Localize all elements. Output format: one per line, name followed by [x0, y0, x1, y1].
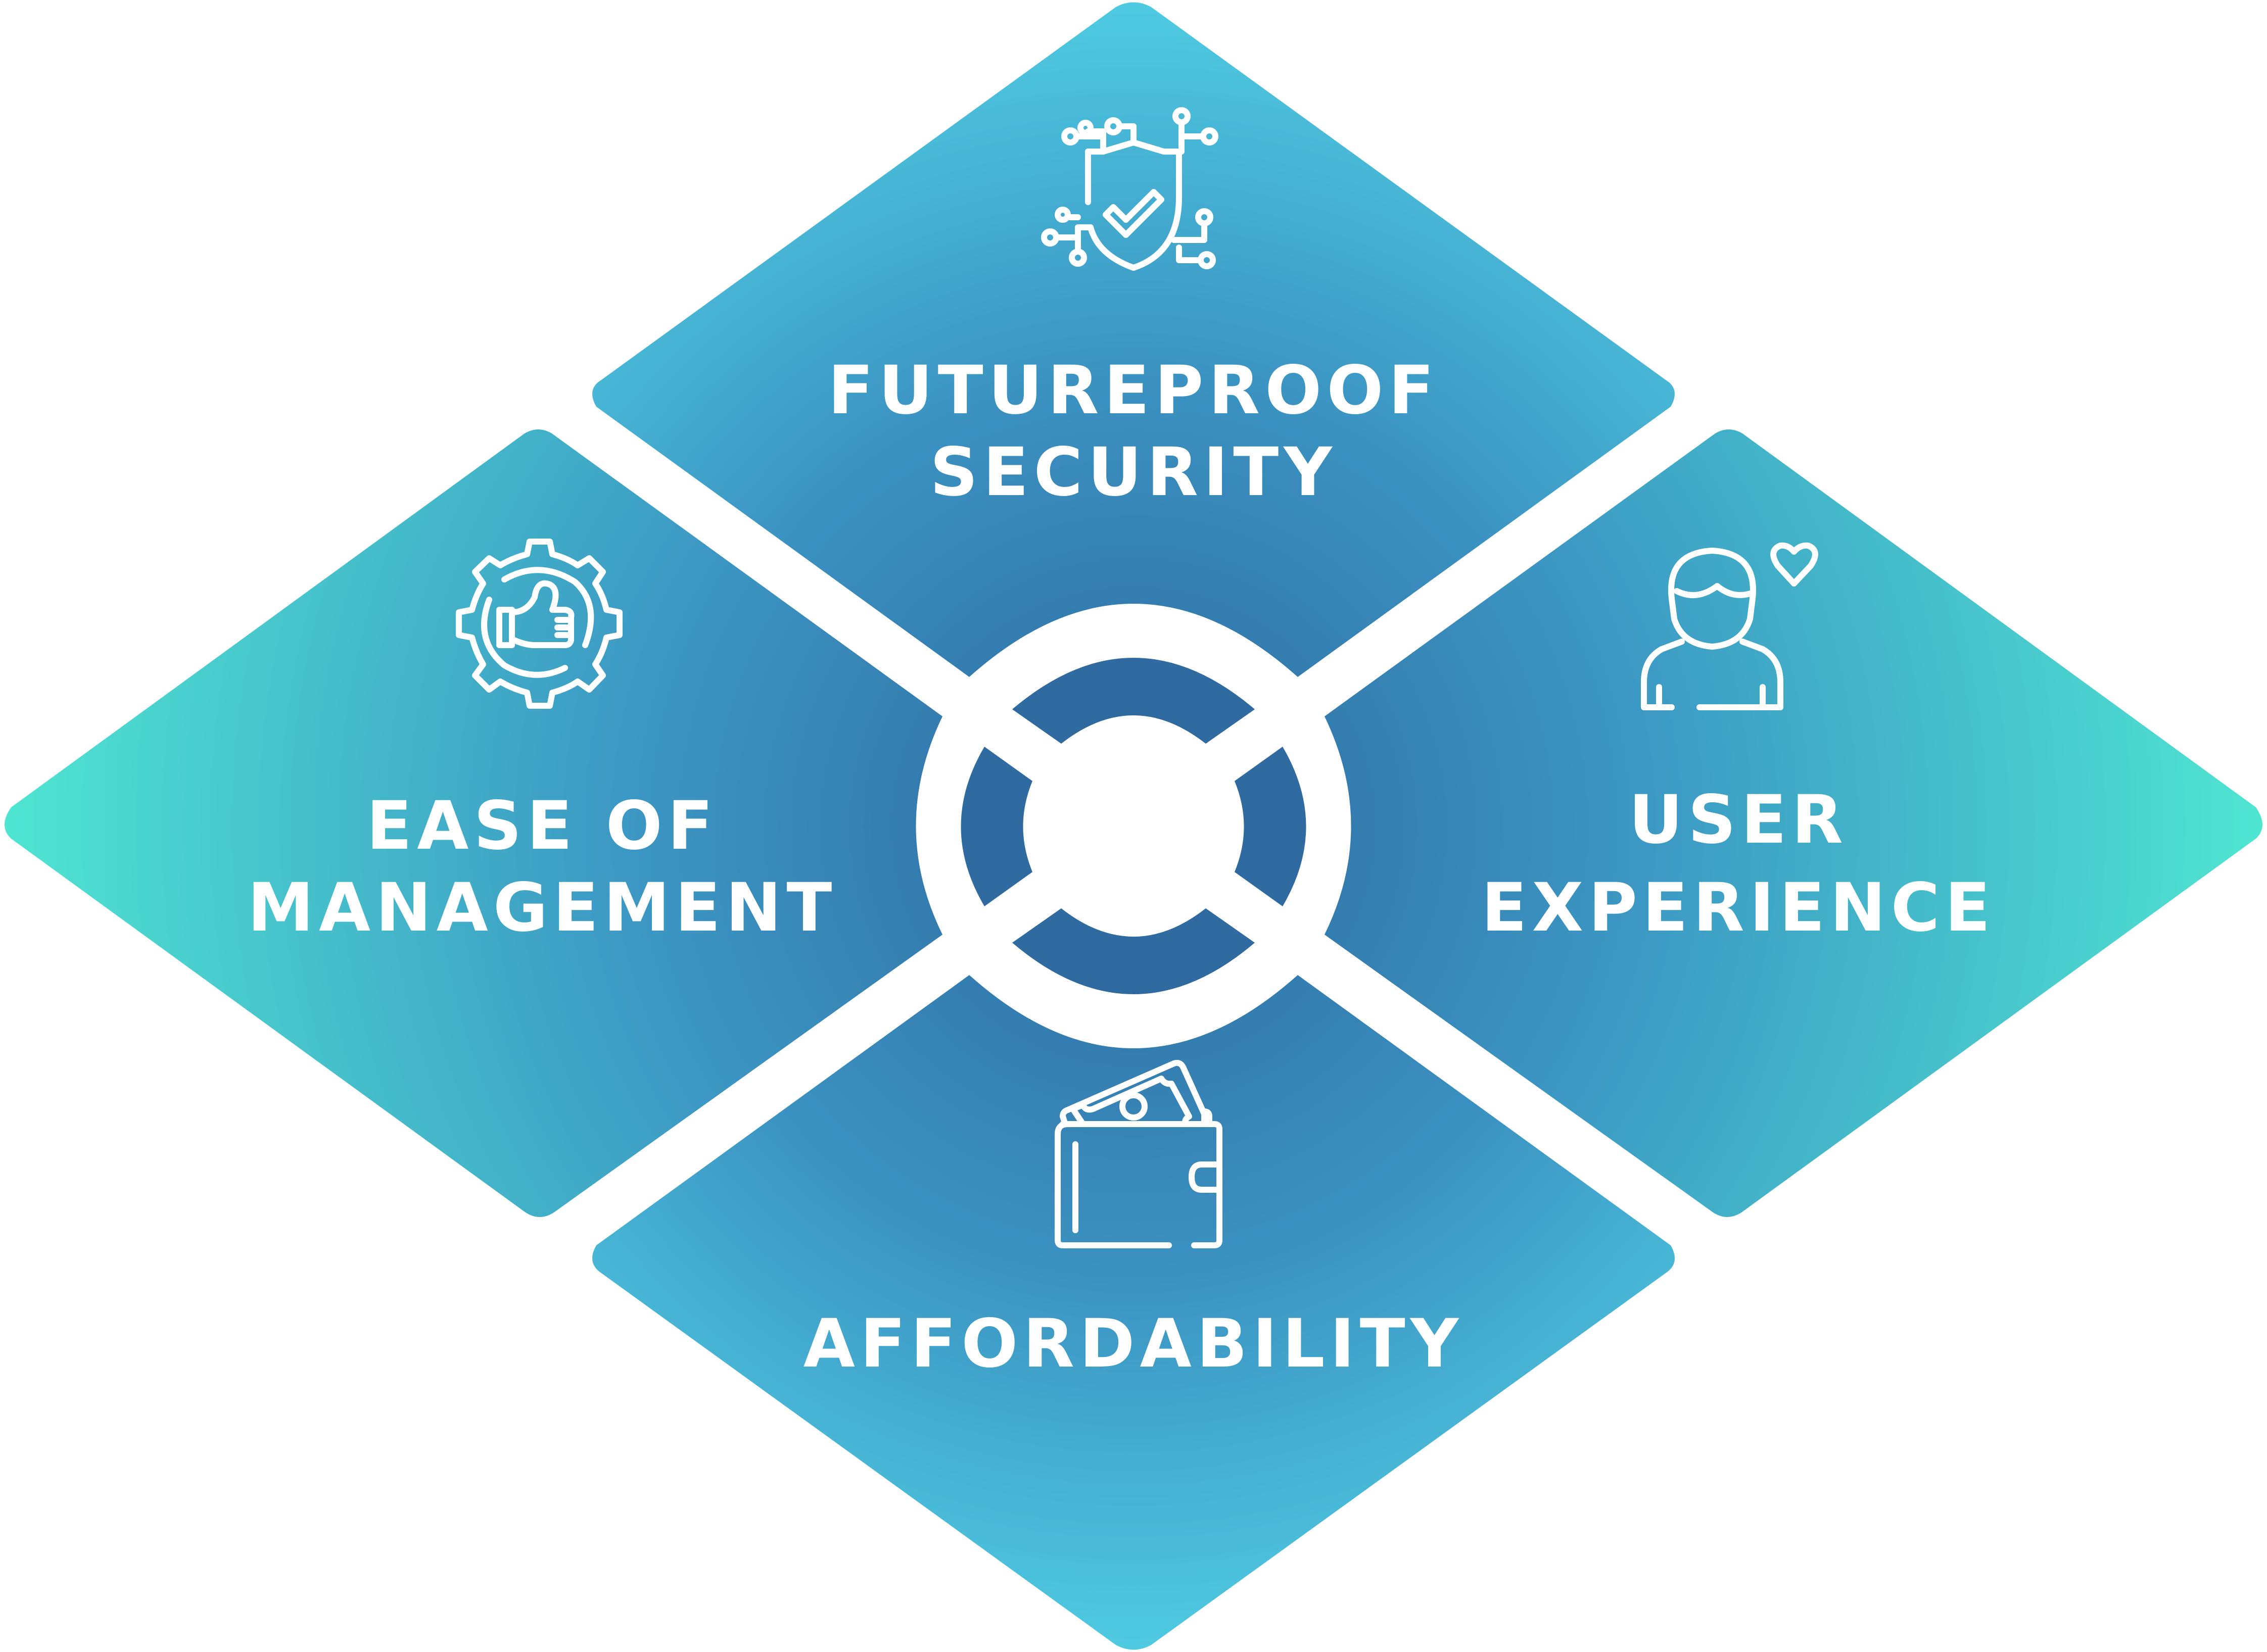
center-ring-bottom-arc: [1012, 908, 1255, 994]
label-line-ease-of: EASE OF: [366, 787, 718, 865]
label-line-security: SECURITY: [930, 433, 1337, 511]
center-ring-top-arc: [1012, 658, 1255, 744]
shield-check-circuit-icon: [1041, 107, 1218, 271]
label-futureproof-security: FUTUREPROOF SECURITY: [828, 352, 1439, 511]
label-line-user: USER: [1629, 781, 1848, 859]
label-line-affordability: AFFORDABILITY: [804, 1305, 1464, 1383]
wallet-money-icon: [1055, 1059, 1222, 1248]
label-user-experience: USER EXPERIENCE: [1481, 781, 1995, 947]
segment-bottom-affordability: [592, 975, 1675, 1650]
segment-left-ease-of-management: [5, 429, 942, 1217]
gear-thumbs-up-icon: [456, 539, 623, 709]
label-line-futureproof: FUTUREPROOF: [828, 352, 1439, 429]
label-ease-of-management: EASE OF MANAGEMENT: [248, 787, 837, 947]
segment-top-futureproof-security: [592, 2, 1675, 677]
label-line-experience: EXPERIENCE: [1481, 869, 1995, 947]
user-heart-icon: [1641, 542, 1818, 710]
label-affordability: AFFORDABILITY: [804, 1305, 1464, 1383]
label-line-management: MANAGEMENT: [248, 869, 837, 947]
segment-right-user-experience: [1325, 429, 2262, 1217]
center-ring-left-arc: [961, 747, 1032, 906]
center-ring-right-arc: [1235, 747, 1306, 906]
